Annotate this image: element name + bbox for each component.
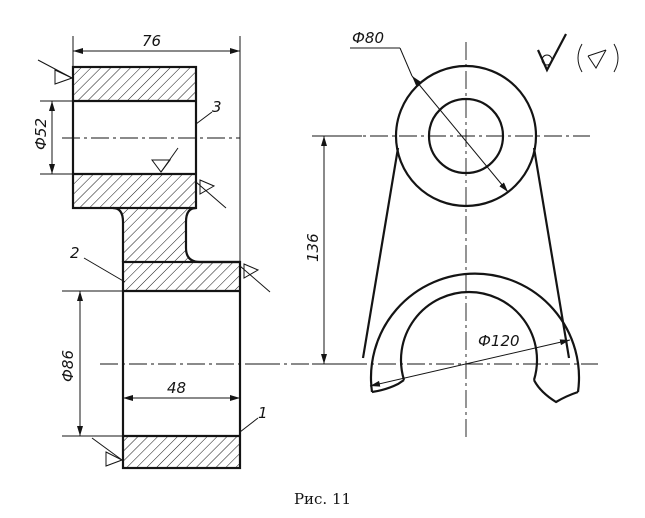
leader-80 — [399, 47, 413, 77]
hatch-bottom-ring — [123, 436, 240, 468]
leader-line-1 — [239, 417, 259, 433]
figure-caption: Рис. 11 — [293, 490, 352, 508]
dim-outer-diameter: Ф80 — [352, 29, 384, 47]
web-left-fillet — [112, 206, 125, 262]
dim-line-120 — [369, 339, 571, 387]
dim-line-80 — [411, 75, 509, 193]
tangent-left — [361, 147, 400, 359]
bottom-hub-outline — [121, 260, 242, 470]
roughness-mark-icon — [536, 33, 619, 73]
section-view: 76 Ф52 Ф86 48 3 2 1 — [32, 32, 271, 470]
surface-finish-triangle-icon — [151, 147, 179, 173]
break-line-right — [533, 379, 579, 404]
dim-bore-small: Ф52 — [32, 118, 50, 150]
surface-finish-triangle-icon — [91, 437, 124, 467]
leader-line-2 — [83, 257, 126, 283]
leader-label-3: 3 — [212, 98, 222, 116]
surface-finish-triangle-icon — [239, 263, 271, 293]
plan-view: Ф80 136 Ф120 √(√) — [262, 29, 619, 440]
surface-finish-triangle-icon — [195, 179, 227, 209]
dim-width-lower: 48 — [167, 379, 186, 397]
leader-label-2: 2 — [70, 244, 80, 262]
web-right-fillet — [184, 206, 240, 264]
top-hub-outline — [71, 65, 198, 210]
hatch-top-flange — [73, 67, 196, 101]
dim-center-distance: 136 — [304, 233, 322, 262]
dim-bore-large: Ф86 — [59, 350, 77, 382]
dim-outer-large: Ф120 — [478, 332, 520, 350]
leader-line-3 — [195, 111, 213, 125]
dim-overall-width: 76 — [142, 32, 161, 50]
leader-label-1: 1 — [258, 404, 268, 422]
outer-circle-top — [394, 64, 538, 208]
surface-finish-triangle-icon — [37, 59, 74, 85]
tangent-right — [532, 147, 571, 359]
hatch-web — [73, 174, 240, 291]
